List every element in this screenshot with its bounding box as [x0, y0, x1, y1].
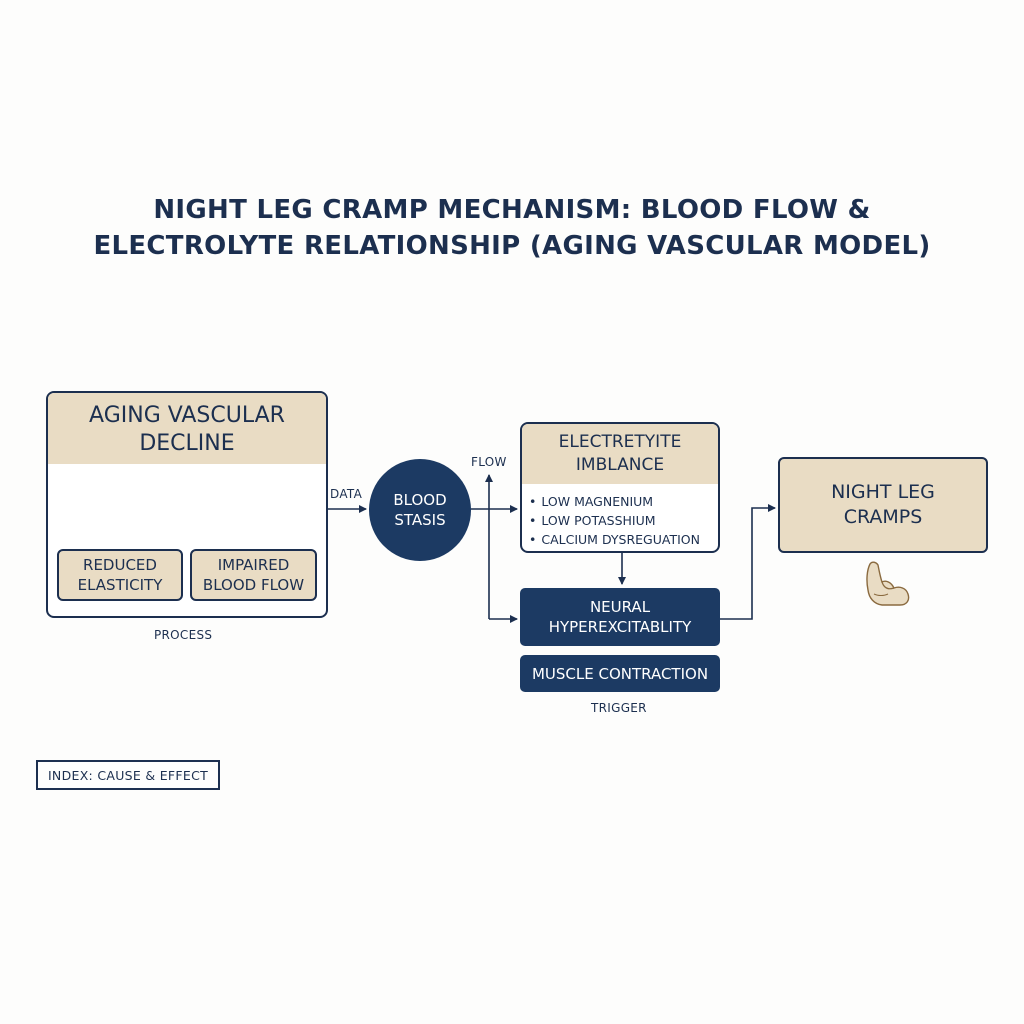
reduced-elasticity-box: REDUCED ELASTICITY	[57, 549, 183, 601]
blood-stasis-line-1: BLOOD	[393, 491, 447, 509]
flow-label: FLOW	[471, 455, 507, 469]
trigger-caption: TRIGGER	[591, 701, 647, 715]
neural-line-1: NEURAL	[589, 598, 651, 616]
process-caption: PROCESS	[154, 628, 213, 642]
cramps-line-2: CRAMPS	[843, 506, 923, 528]
muscle-label: MUSCLE CONTRACTION	[531, 664, 709, 683]
muscle-contraction-box: MUSCLE CONTRACTION	[520, 655, 720, 692]
blood-stasis-node: BLOOD STASIS	[369, 459, 471, 561]
list-item: LOW MAGNENIUM	[529, 492, 718, 511]
electrolyte-header: ELECTRETYITE IMBLANCE	[522, 424, 718, 484]
reduced-line-1: REDUCED	[83, 556, 157, 574]
cramps-line-1: NIGHT LEG	[831, 481, 935, 503]
night-leg-cramps-box: NIGHT LEG CRAMPS	[778, 457, 988, 553]
data-label: DATA	[330, 487, 363, 501]
title-line-1: NIGHT LEG CRAMP MECHANISM: BLOOD FLOW &	[153, 195, 871, 225]
impaired-line-1: IMPAIRED	[217, 556, 290, 574]
list-item: CALCIUM DYSREGUATION	[529, 530, 718, 549]
electrolyte-imbalance-box: ELECTRETYITE IMBLANCE LOW MAGNENIUM LOW …	[520, 422, 720, 553]
aging-title-line-2: DECLINE	[139, 431, 235, 456]
electrolyte-title-line-1: ELECTRETYITE	[558, 432, 682, 452]
electrolyte-title-line-2: IMBLANCE	[575, 455, 665, 475]
reduced-line-2: ELASTICITY	[77, 576, 163, 594]
arrow-neural-to-cramps	[720, 504, 776, 620]
diagram-title: NIGHT LEG CRAMP MECHANISM: BLOOD FLOW & …	[62, 192, 962, 264]
neural-hyperexcitability-box: NEURAL HYPEREXCITABLITY	[520, 588, 720, 646]
impaired-blood-flow-box: IMPAIRED BLOOD FLOW	[190, 549, 317, 601]
index-legend: INDEX: CAUSE & EFFECT	[36, 760, 220, 790]
aging-vascular-decline-header: AGING VASCULAR DECLINE	[48, 393, 326, 464]
aging-title-line-1: AGING VASCULAR	[89, 403, 285, 428]
index-label: INDEX: CAUSE & EFFECT	[47, 767, 209, 783]
flexed-arm-icon	[866, 561, 910, 606]
electrolyte-list: LOW MAGNENIUM LOW POTASSHIUM CALCIUM DYS…	[522, 484, 718, 549]
impaired-line-2: BLOOD FLOW	[202, 576, 305, 594]
neural-line-2: HYPEREXCITABLITY	[548, 618, 692, 636]
title-line-2: ELECTROLYTE RELATIONSHIP (AGING VASCULAR…	[93, 231, 931, 261]
list-item: LOW POTASSHIUM	[529, 511, 718, 530]
blood-stasis-line-2: STASIS	[394, 511, 446, 529]
